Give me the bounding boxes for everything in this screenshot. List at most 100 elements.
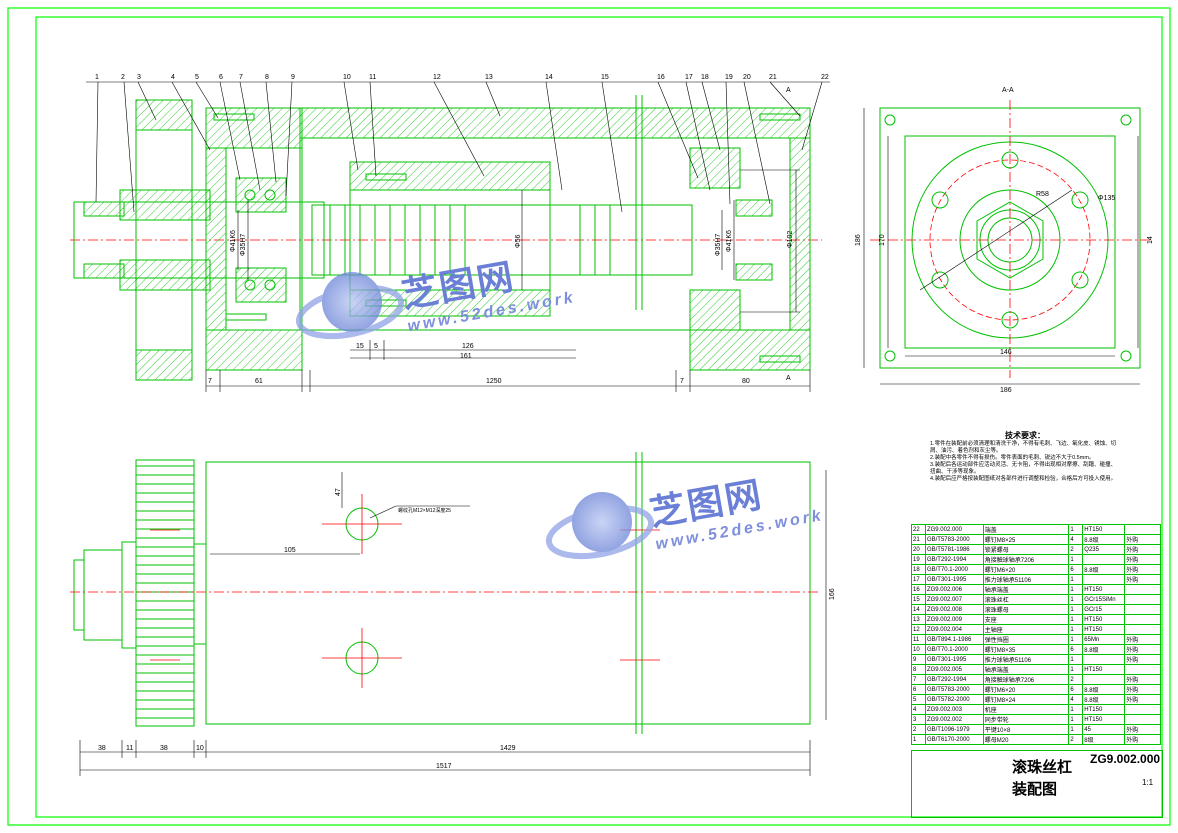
bom-cell-code: GB/T292-1994: [924, 554, 984, 565]
bom-cell-qty: 1: [1068, 594, 1084, 605]
bom-cell-name: 轴承端盖: [982, 584, 1070, 595]
bom-cell-qty: 2: [1068, 544, 1084, 555]
dim-top-d9: 161: [460, 353, 472, 360]
bom-cell-no: 2: [911, 724, 926, 735]
bom-cell-mat: HT150: [1082, 624, 1126, 635]
front-view: 螺纹孔M12×M12深度25 47 105 38 11 38 10 1429 1…: [70, 452, 836, 776]
bom-cell-note: 外购: [1124, 634, 1161, 645]
tech-item: 3.装配后各运动部件应活动灵活、无卡阻，不得出现相对摩擦、刮蹭、碰撞、扭曲、干涉…: [930, 462, 1117, 475]
part-number-label: 9: [291, 74, 295, 81]
bom-cell-note: [1124, 604, 1161, 615]
bom-cell-name: 螺钉M8×24: [982, 694, 1070, 705]
dim-top-dia3: Φ56: [515, 235, 522, 248]
dim-side-h2: 186: [855, 234, 862, 246]
dim-front-h: 166: [829, 588, 836, 600]
bom-cell-code: ZG9.002.000: [924, 524, 984, 535]
bom-cell-mat: HT150: [1082, 714, 1126, 725]
technical-requirements: 技术要求： 1.零件在装配前必须清理和清洗干净，不得有毛刺、飞边、氧化皮、锈蚀、…: [930, 432, 1120, 483]
bom-cell-note: 外购: [1124, 644, 1161, 655]
bom-cell-code: GB/T301-1995: [924, 654, 984, 665]
part-number-label: 19: [725, 74, 733, 81]
title-block: [911, 750, 1163, 818]
bom-cell-name: 弹性挡圈: [982, 634, 1070, 645]
bom-cell-mat: [1082, 574, 1126, 585]
part-number-label: 14: [545, 74, 553, 81]
bom-cell-note: 外购: [1124, 654, 1161, 665]
side-view-label: A-A: [1002, 87, 1014, 94]
bom-cell-code: GB/T6170-2000: [924, 734, 984, 745]
part-number-label: 22: [821, 74, 829, 81]
bom-cell-no: 4: [911, 704, 926, 715]
bom-cell-note: [1124, 614, 1161, 625]
dim-front-a: 38: [98, 745, 106, 752]
bom-cell-name: 滚珠丝杠: [982, 594, 1070, 605]
bom-cell-qty: 2: [1068, 734, 1084, 745]
bom-cell-qty: 2: [1068, 674, 1084, 685]
part-number-label: 11: [369, 74, 376, 81]
dim-side-h1: 170: [879, 234, 886, 246]
bom-cell-note: 外购: [1124, 544, 1161, 555]
bom-cell-no: 5: [911, 694, 926, 705]
bom-cell-qty: 1: [1068, 724, 1084, 735]
bom-cell-mat: 8.8级: [1082, 684, 1126, 695]
bom-cell-no: 19: [911, 554, 926, 565]
bom-cell-qty: 6: [1068, 564, 1084, 575]
bom-cell-qty: 1: [1068, 634, 1084, 645]
top-view-dimensions: 7 61 1250 7 80 15 5 126 161 Φ41K6 Φ35H7 …: [205, 87, 811, 392]
bom-cell-no: 12: [911, 624, 926, 635]
bom-cell-mat: GCr15: [1082, 604, 1126, 615]
bom-cell-note: [1124, 714, 1161, 725]
bom-cell-note: [1124, 664, 1161, 675]
tech-title: 技术要求：: [1005, 431, 1045, 440]
dim-side-r1: R58: [1036, 191, 1049, 198]
bom-cell-note: 外购: [1124, 564, 1161, 575]
bom-cell-no: 10: [911, 644, 926, 655]
bom-cell-name: 螺钉M8×35: [982, 644, 1070, 655]
bom-cell-mat: Q235: [1082, 544, 1126, 555]
bom-cell-code: ZG9.002.009: [924, 614, 984, 625]
bom-cell-qty: 1: [1068, 574, 1084, 585]
bom-cell-qty: 1: [1068, 664, 1084, 675]
bom-cell-code: ZG9.002.003: [924, 704, 984, 715]
bom-cell-name: 支座: [982, 614, 1070, 625]
bom-cell-mat: [1082, 674, 1126, 685]
part-number-label: 15: [601, 74, 609, 81]
part-number-label: 2: [121, 74, 125, 81]
section-mark-bottom: A: [786, 375, 791, 382]
bom-cell-mat: HT150: [1082, 614, 1126, 625]
bom-cell-note: 外购: [1124, 674, 1161, 685]
dim-side-h3: 14: [1147, 236, 1154, 244]
top-section-view: [70, 95, 822, 381]
bom-cell-mat: HT150: [1082, 524, 1126, 535]
bom-cell-note: [1124, 704, 1161, 715]
side-view-aa: A-A 146 186 170 186 14 R58 Φ135: [855, 87, 1154, 394]
dim-front-d: 10: [196, 745, 204, 752]
bom-cell-mat: GCr15SiMn: [1082, 594, 1126, 605]
bom-cell-qty: 4: [1068, 534, 1084, 545]
part-number-label: 10: [343, 74, 351, 81]
bom-cell-code: GB/T894.1-1986: [924, 634, 984, 645]
bom-cell-no: 11: [911, 634, 926, 645]
bom-cell-name: 角接触球轴承7206: [982, 554, 1070, 565]
bom-cell-mat: 65Mn: [1082, 634, 1126, 645]
bom-cell-code: GB/T1096-1979: [924, 724, 984, 735]
bom-cell-name: 螺钉M6×20: [982, 684, 1070, 695]
bom-cell-mat: HT150: [1082, 704, 1126, 715]
bom-cell-no: 9: [911, 654, 926, 665]
bom-cell-qty: 6: [1068, 684, 1084, 695]
dim-top-d1: 7: [208, 378, 212, 385]
bom-cell-name: 推力球轴承51106: [982, 654, 1070, 665]
dim-side-w1: 146: [1000, 349, 1012, 356]
dim-front-d2: 105: [284, 547, 296, 554]
part-number-label: 5: [195, 74, 199, 81]
dim-front-b: 11: [126, 745, 133, 752]
part-number-label: 13: [485, 74, 493, 81]
drawing-scale: 1:1: [1142, 778, 1154, 787]
